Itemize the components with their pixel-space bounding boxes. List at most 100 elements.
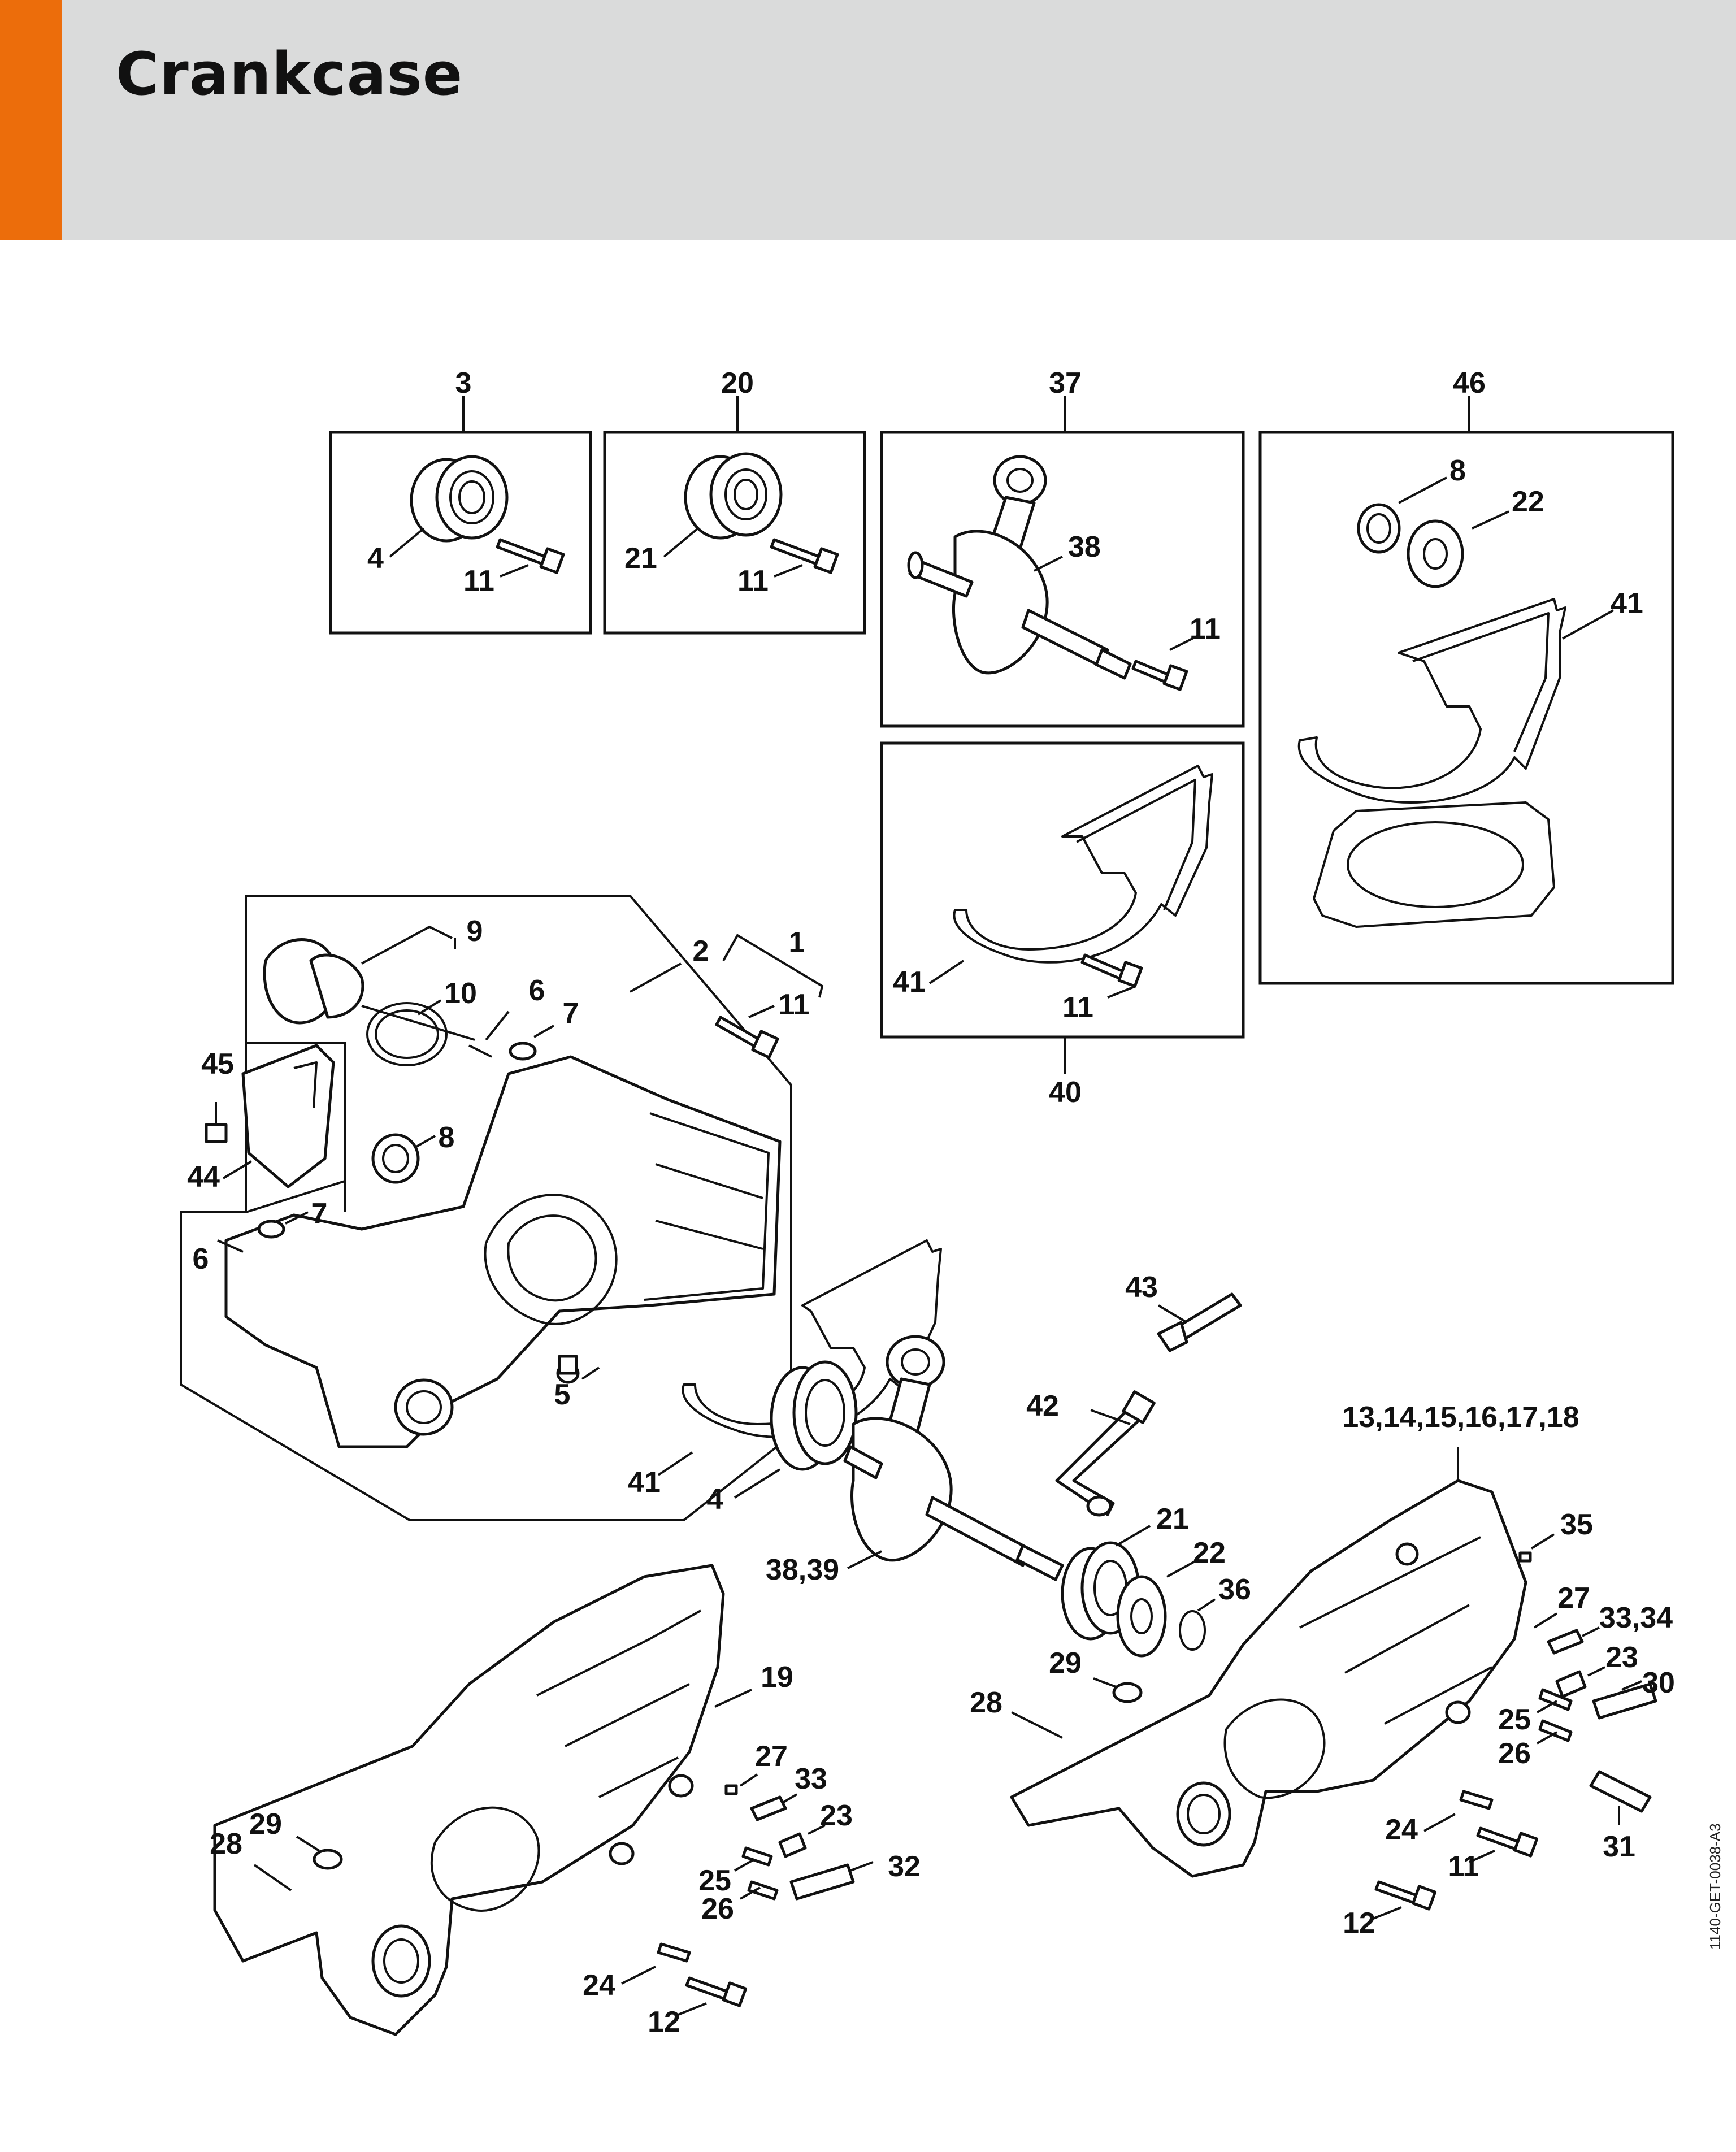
washer-icon — [1407, 519, 1464, 588]
callout-37: 37 — [1049, 367, 1082, 400]
sleeve-icon — [1555, 1670, 1587, 1698]
callout-27: 27 — [1557, 1582, 1590, 1615]
gasket-icon — [1297, 598, 1566, 804]
callout-24: 24 — [583, 1969, 615, 2002]
kit-20-box: 20 21 11 — [603, 367, 866, 635]
callout-8: 8 — [1449, 454, 1466, 487]
oil-seal-icon — [1357, 503, 1401, 554]
center-crank-group: 41 4 38,39 43 — [628, 1239, 1251, 1658]
right-crankcase-half — [1010, 1479, 1527, 1878]
kit-37-box: 37 38 11 — [880, 367, 1245, 728]
accent-stripe — [0, 0, 62, 240]
callout-42: 42 — [1026, 1390, 1059, 1422]
callout-12: 12 — [648, 2006, 680, 2038]
screw-icon — [724, 1784, 738, 1795]
callout-31: 31 — [1603, 1830, 1635, 1863]
callout-35: 35 — [1560, 1508, 1593, 1541]
left-crankcase-half — [213, 1564, 725, 2036]
tool-pin-icon — [1157, 1292, 1242, 1352]
callout-4: 4 — [707, 1483, 723, 1516]
callout-41: 41 — [628, 1466, 661, 1499]
callout-25: 25 — [1498, 1703, 1531, 1736]
callout-29: 29 — [1049, 1647, 1082, 1680]
callout-41: 41 — [893, 966, 926, 999]
callout-33: 33 — [795, 1763, 827, 1795]
callout-28: 28 — [970, 1686, 1002, 1719]
callout-33-34: 33,34 — [1599, 1602, 1673, 1634]
callout-38: 38 — [1068, 531, 1101, 563]
callout-46: 46 — [1453, 367, 1486, 400]
callout-24: 24 — [1385, 1813, 1418, 1846]
oil-pump-icon — [263, 938, 475, 1041]
ball-bearing-icon — [770, 1360, 858, 1471]
callout-11: 11 — [737, 565, 769, 597]
callout-6: 6 — [529, 974, 545, 1007]
pin-icon — [1459, 1790, 1494, 1810]
kit-40-box: 40 41 11 — [880, 741, 1245, 1109]
callout-40: 40 — [1049, 1076, 1082, 1109]
callout-23: 23 — [1605, 1641, 1638, 1674]
callout-21: 21 — [624, 542, 657, 575]
cylinder-gasket-icon — [1313, 801, 1555, 928]
callout-22: 22 — [1193, 1537, 1226, 1569]
cover-plate-icon — [241, 1044, 335, 1188]
callout-41: 41 — [1611, 587, 1643, 620]
callout-22: 22 — [1512, 485, 1544, 518]
stud-icon — [789, 1863, 855, 1901]
callout-20: 20 — [721, 367, 754, 400]
ball-bearing-icon — [410, 455, 509, 543]
screw-icon — [1131, 660, 1188, 691]
screw-icon — [1476, 1826, 1539, 1858]
callout-3: 3 — [455, 367, 472, 400]
callout-21: 21 — [1156, 1503, 1189, 1535]
callout-8: 8 — [439, 1121, 455, 1154]
document-code: 1140-GET-0038-A3 — [1707, 1823, 1724, 1950]
callout-19: 19 — [761, 1661, 793, 1694]
stud-icon — [1589, 1770, 1652, 1813]
page-title: Crankcase — [116, 40, 463, 109]
kit-46-box: 46 8 22 41 — [1258, 367, 1674, 985]
callout-36: 36 — [1218, 1573, 1251, 1606]
circlip-icon — [1179, 1610, 1206, 1651]
screw-icon — [496, 538, 565, 574]
callout-26: 26 — [701, 1893, 734, 1925]
screw-icon — [1518, 1551, 1532, 1563]
wrench-icon — [1055, 1390, 1156, 1517]
callout-9: 9 — [467, 915, 483, 948]
callout-29: 29 — [249, 1808, 282, 1841]
callout-11: 11 — [1190, 613, 1221, 645]
callout-5: 5 — [554, 1378, 571, 1411]
crankshaft-icon — [907, 455, 1132, 680]
crankcase-gasket-icon — [953, 765, 1213, 964]
callout-11: 11 — [779, 988, 810, 1021]
callout-44: 44 — [187, 1161, 220, 1194]
callout-27: 27 — [755, 1740, 788, 1773]
callout-30: 30 — [1642, 1667, 1675, 1699]
callout-23: 23 — [820, 1799, 853, 1832]
stud-icon — [750, 1795, 787, 1821]
callout-38-39: 38,39 — [766, 1554, 839, 1586]
screw-icon — [1080, 953, 1143, 988]
screw-icon — [770, 538, 839, 574]
callout-28: 28 — [210, 1828, 242, 1860]
callout-1: 1 — [789, 926, 805, 959]
callout-43: 43 — [1125, 1271, 1158, 1304]
title-bar — [0, 0, 1736, 240]
callout-25: 25 — [698, 1864, 731, 1897]
main-crankcase-assembly: 9 10 2 1 11 6 7 45 44 — [180, 895, 824, 1521]
callout-32: 32 — [888, 1850, 921, 1883]
callout-26: 26 — [1498, 1737, 1531, 1770]
screw-icon — [685, 1976, 748, 2007]
washer-icon — [1116, 1575, 1167, 1658]
sealed-bearing-icon — [684, 452, 783, 540]
kit-3-box: 3 4 11 — [329, 367, 592, 635]
crankshaft-icon — [843, 1335, 1064, 1581]
callout-6: 6 — [193, 1243, 209, 1275]
callout-10: 10 — [444, 977, 477, 1010]
callout-11: 11 — [463, 565, 494, 597]
callout-12: 12 — [1343, 1907, 1375, 1940]
screw-icon — [205, 1102, 228, 1143]
callout-11: 11 — [1448, 1850, 1479, 1883]
stud-icon — [1592, 1682, 1657, 1720]
